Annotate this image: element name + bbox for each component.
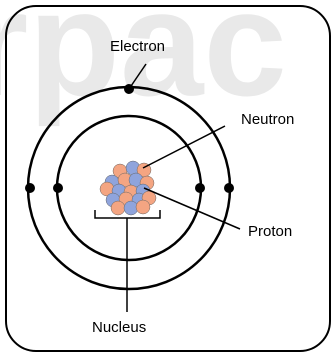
electron-inner-right	[195, 183, 205, 193]
watermark-text: rpac	[0, 0, 287, 127]
proton-leader-line	[143, 187, 241, 230]
neutron-leader-line	[142, 125, 226, 169]
electron-label: Electron	[110, 38, 165, 55]
neutron-particle	[110, 200, 126, 216]
electron-leader-line	[128, 63, 147, 90]
nucleus-cluster	[99, 160, 157, 216]
neutron-label: Neutron	[241, 111, 294, 128]
electron-outer-right	[224, 183, 234, 193]
electron-outer-left	[25, 183, 35, 193]
nucleus-label: Nucleus	[92, 319, 146, 336]
diagram-frame	[5, 5, 331, 352]
neutron-particle	[135, 199, 151, 215]
electron-inner-left	[53, 183, 63, 193]
proton-label: Proton	[248, 223, 292, 240]
